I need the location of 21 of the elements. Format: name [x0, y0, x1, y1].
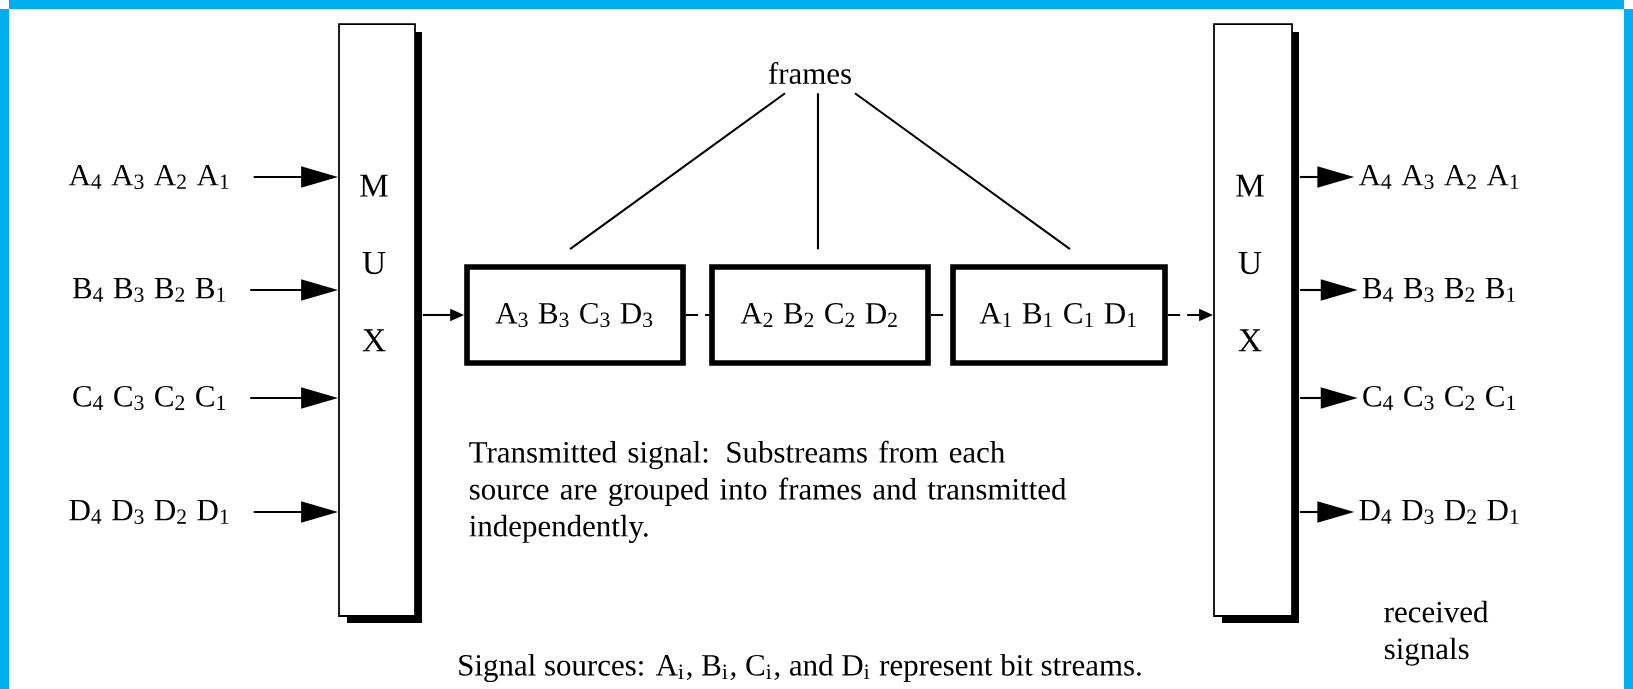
caption-text: Signal sources: A$_{i}$, B$_{i}$, C$_{i}$, and D$_{i}$ represent bit streams.	[459, 653, 1141, 683]
frame-box: A$_{1}$ B$_{1}$ C$_{1}$ D$_{1}$	[950, 264, 1168, 366]
caption-text: Transmitted signal: Substreams from each source are grouped into frames and transmitted independently.	[469, 440, 1067, 543]
connector	[685, 313, 710, 317]
signal-label: C$_{4}$ C$_{3}$ C$_{2}$ C$_{1}$	[73, 385, 225, 411]
mux-box: M U X	[338, 23, 422, 623]
signal-label: B$_{4}$ B$_{3}$ B$_{2}$ B$_{1}$	[72, 278, 225, 302]
signal-label: A$_{4}$ A$_{3}$ A$_{2}$ A$_{1}$	[68, 164, 229, 190]
frames-label: frames	[768, 61, 851, 84]
signal-label: C$_{4}$ C$_{3}$ C$_{2}$ C$_{1}$	[1363, 385, 1515, 411]
leader-line	[569, 92, 786, 251]
leader-line	[816, 93, 820, 250]
signal-label: D$_{4}$ D$_{3}$ D$_{2}$ D$_{1}$	[69, 500, 229, 524]
signal-label: B$_{4}$ B$_{3}$ B$_{2}$ B$_{1}$	[1362, 278, 1515, 302]
frame-box: A$_{3}$ B$_{3}$ C$_{3}$ D$_{3}$	[464, 264, 686, 366]
received-signals-label: received signals	[1384, 600, 1489, 666]
signal-label: A$_{4}$ A$_{3}$ A$_{2}$ A$_{1}$	[1358, 164, 1519, 190]
leader-line	[854, 92, 1071, 251]
frame-box: A$_{2}$ B$_{2}$ C$_{2}$ D$_{2}$	[709, 264, 931, 366]
mux-box: M U X	[1213, 23, 1299, 623]
signal-label: D$_{4}$ D$_{3}$ D$_{2}$ D$_{1}$	[1359, 500, 1519, 524]
